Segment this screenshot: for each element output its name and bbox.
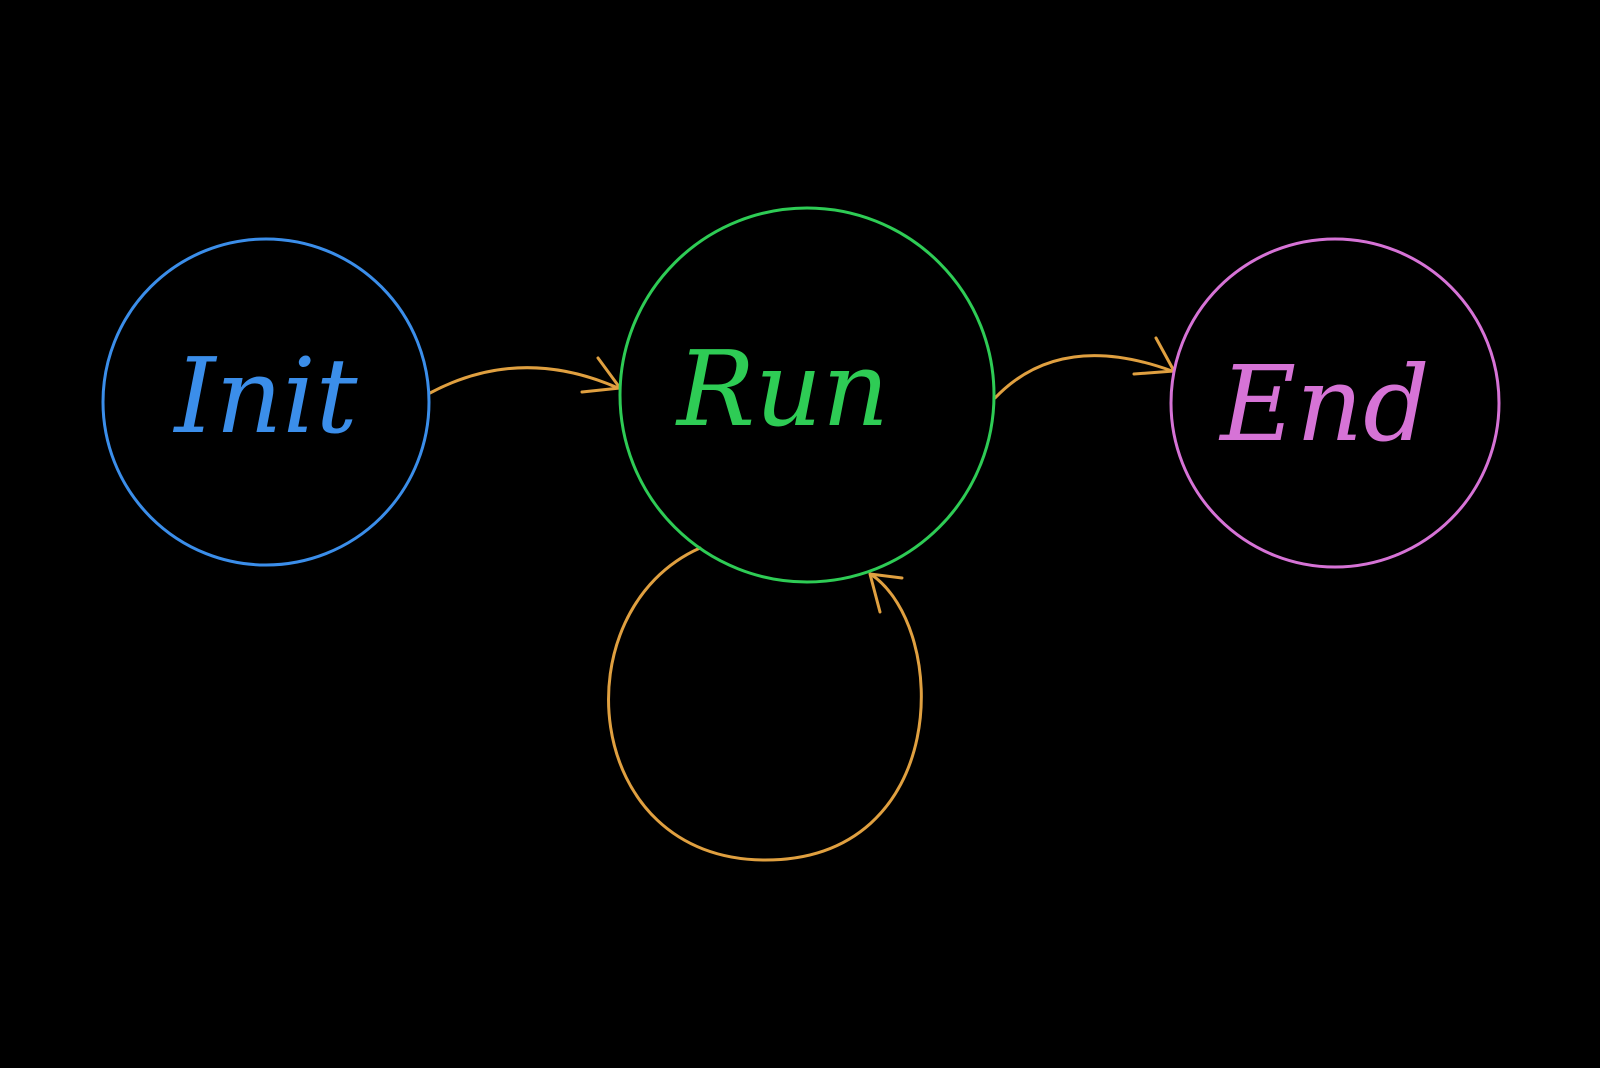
node-end-label: End: [1218, 343, 1429, 465]
node-run: Run: [618, 206, 996, 584]
node-init-circle: [101, 237, 431, 567]
node-end: End: [1169, 237, 1501, 569]
edge-init-to-run-line: [428, 366, 620, 395]
edge-run-to-end: [993, 336, 1176, 400]
node-run-label: Run: [675, 328, 889, 450]
edge-run-to-end-line: [993, 354, 1174, 400]
edge-run-self-loop: [607, 546, 923, 862]
node-init-label: Init: [172, 335, 357, 457]
edge-init-to-run: [428, 356, 622, 395]
edge-run-self-loop-arrowhead: [868, 572, 904, 614]
node-init: Init: [101, 237, 431, 567]
edge-run-self-loop-line: [607, 546, 923, 862]
node-run-circle: [618, 206, 996, 584]
node-end-circle: [1169, 237, 1501, 569]
